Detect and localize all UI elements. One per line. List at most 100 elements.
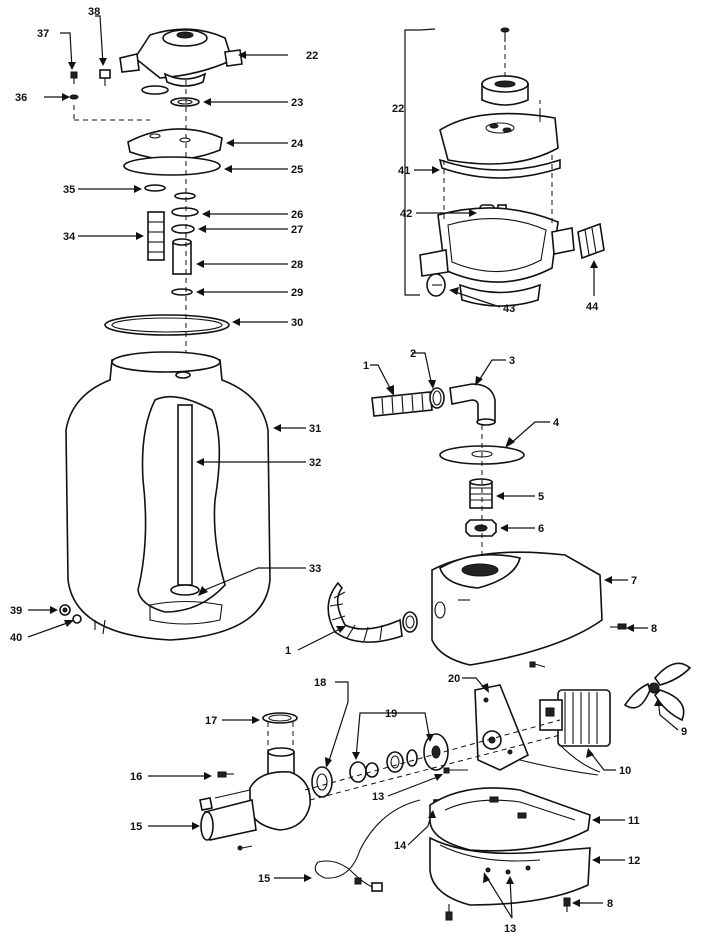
part-1-hose-clamp xyxy=(402,611,418,633)
part-10-motor xyxy=(539,689,611,773)
leader-lines xyxy=(27,15,679,919)
part-2-clamp xyxy=(429,387,445,409)
part-cover-screw xyxy=(529,661,546,668)
part-28-fitting xyxy=(172,238,192,275)
part-7-motor-cover xyxy=(431,551,603,666)
callout-4: 4 xyxy=(553,417,560,429)
callout-37: 35 xyxy=(63,184,75,196)
callout-8-lower: 8 xyxy=(607,898,613,910)
callout-11: 11 xyxy=(628,815,640,827)
part-35-drain-cap xyxy=(59,604,71,616)
callout-29: 29 xyxy=(291,287,303,299)
callout-12: 12 xyxy=(628,855,640,867)
part-25-gasket xyxy=(123,156,221,176)
part-38-washer xyxy=(69,94,79,100)
part-1-hose-short xyxy=(371,391,433,417)
part-13-screw-a xyxy=(443,767,468,774)
callout-15: 15 xyxy=(258,873,270,885)
callout-16: 15 xyxy=(130,821,142,833)
callout-2: 2 xyxy=(410,348,416,360)
callout-44: 44 xyxy=(586,301,599,313)
part-5-threaded-adapter xyxy=(469,478,493,509)
part-24-top-plate xyxy=(127,128,223,161)
callout-41: 41 xyxy=(398,165,410,177)
part-17-screw xyxy=(217,771,234,778)
callout-7: 7 xyxy=(631,575,637,587)
part-valve-body xyxy=(419,207,575,307)
part-valve-cover xyxy=(439,110,559,165)
part-3-elbow xyxy=(449,383,496,426)
callout-28: 28 xyxy=(291,259,303,271)
part-23-o-rings xyxy=(141,85,200,107)
part-30-clamp-band xyxy=(104,314,230,336)
part-22-valve-head xyxy=(119,28,243,87)
callout-17: 16 xyxy=(130,771,142,783)
part-37-o-ring xyxy=(144,184,166,192)
part-19-impeller xyxy=(311,766,333,798)
part-15-power-cord xyxy=(314,799,421,892)
part-11-base-plate xyxy=(429,759,599,852)
bracket-22-right xyxy=(404,29,420,296)
part-40-screw xyxy=(99,69,111,86)
part-valve-knob xyxy=(481,75,529,106)
part-31-tank xyxy=(65,351,271,641)
callout-5: 5 xyxy=(538,491,544,503)
callout-26: 26 xyxy=(291,209,303,221)
assembly-line-pump-axis-b xyxy=(309,734,561,801)
callout-labels: 38 37 36 22 23 24 25 35 26 27 34 28 29 3… xyxy=(10,6,687,935)
callout-3: 3 xyxy=(509,355,515,367)
part-43-cap xyxy=(426,273,446,297)
part-39-screw xyxy=(70,71,78,84)
part-26-o-ring-b xyxy=(171,207,199,217)
part-44-hose-adapter xyxy=(577,222,605,260)
part-16-pump-housing xyxy=(199,747,311,851)
callout-27: 27 xyxy=(291,224,303,236)
callout-9: 9 xyxy=(681,726,687,738)
part-12-base xyxy=(429,836,591,906)
callout-13-mid: 13 xyxy=(372,791,384,803)
callout-14: 14 xyxy=(394,840,407,852)
part-29-o-ring xyxy=(171,288,193,296)
callout-18: 17 xyxy=(205,715,217,727)
part-27-ring xyxy=(171,224,195,234)
part-8-screw-b xyxy=(563,897,571,912)
part-21-bracket xyxy=(474,684,530,771)
part-20-seal-set xyxy=(349,733,449,783)
callout-40: 38 xyxy=(88,6,100,18)
callout-24: 24 xyxy=(291,138,304,150)
callout-22-left: 22 xyxy=(306,50,318,62)
callout-20: 19 xyxy=(385,708,397,720)
callout-39: 37 xyxy=(37,28,49,40)
part-1-hose-long xyxy=(327,581,403,643)
callout-32: 32 xyxy=(309,457,321,469)
callout-8-upper: 8 xyxy=(651,623,657,635)
callout-13-bottom: 13 xyxy=(504,923,516,935)
part-26-o-ring-a xyxy=(174,192,196,200)
callout-6: 6 xyxy=(538,523,544,535)
callout-21: 20 xyxy=(448,673,460,685)
part-6-nut xyxy=(465,519,497,537)
callout-22-right: 22 xyxy=(392,103,404,115)
callout-10: 10 xyxy=(619,765,631,777)
callout-38: 36 xyxy=(15,92,27,104)
callout-42: 42 xyxy=(400,208,412,220)
part-34-drain-plug xyxy=(72,614,82,624)
callout-31: 31 xyxy=(309,423,321,435)
callout-1-upper: 1 xyxy=(363,360,369,372)
part-valve-screw-top xyxy=(500,27,510,42)
callout-30: 30 xyxy=(291,317,303,329)
callout-33: 33 xyxy=(309,563,321,575)
part-8-screw-a xyxy=(610,623,627,630)
part-18-o-ring xyxy=(262,712,298,724)
callout-43: 43 xyxy=(503,303,515,315)
callout-35: 39 xyxy=(10,605,22,617)
part-9-fan xyxy=(623,662,692,722)
callout-1-lower: 1 xyxy=(285,645,291,657)
callout-25: 25 xyxy=(291,164,303,176)
assembly-line-pump-axis xyxy=(304,719,561,791)
part-41-gasket xyxy=(438,158,561,179)
part-base-screw xyxy=(445,904,453,921)
callout-36: 34 xyxy=(63,231,76,243)
callout-19: 18 xyxy=(314,677,326,689)
